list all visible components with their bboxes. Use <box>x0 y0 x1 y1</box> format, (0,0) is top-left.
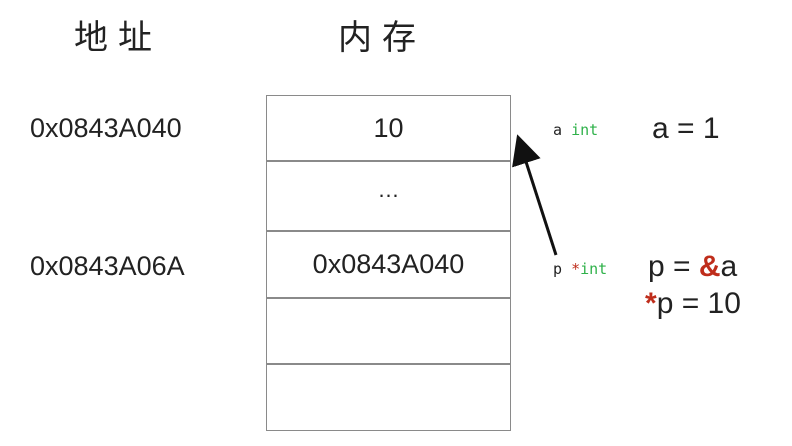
memory-cell-empty <box>266 298 511 364</box>
variable-type: int <box>571 121 599 139</box>
variable-a-label: a int <box>553 121 598 139</box>
variable-p-label: p *int <box>553 260 607 278</box>
memory-cell-value: 10 <box>373 112 404 143</box>
expression-suffix: a <box>720 250 738 283</box>
memory-cell-value: … <box>377 177 400 202</box>
variable-type: int <box>580 260 608 278</box>
deref-rest: p = 10 <box>656 287 741 320</box>
address-of-operator: & <box>698 250 721 283</box>
dereference-operator: * <box>645 287 657 320</box>
expression-a-assign: a = 1 <box>652 112 720 145</box>
memory-cell-ellipsis: … <box>266 161 511 231</box>
address-column-header: 地址 <box>74 18 162 58</box>
expression-prefix: p = <box>648 250 699 283</box>
memory-cell-a: 10 <box>266 95 511 161</box>
memory-cell-empty <box>266 364 511 431</box>
variable-name: p <box>553 260 563 278</box>
memory-column-header: 内存 <box>338 18 426 58</box>
expression-p-deref: *p = 10 <box>645 287 741 321</box>
memory-cell-p: 0x0843A040 <box>266 231 511 298</box>
memory-cell-value: 0x0843A040 <box>312 249 465 279</box>
expression-p-assign: p = &a <box>648 250 737 284</box>
arrow-line <box>512 134 558 256</box>
variable-name: a <box>553 121 563 139</box>
pointer-star: * <box>571 260 581 278</box>
address-label-a: 0x0843A040 <box>30 113 182 143</box>
address-label-p: 0x0843A06A <box>30 251 185 281</box>
